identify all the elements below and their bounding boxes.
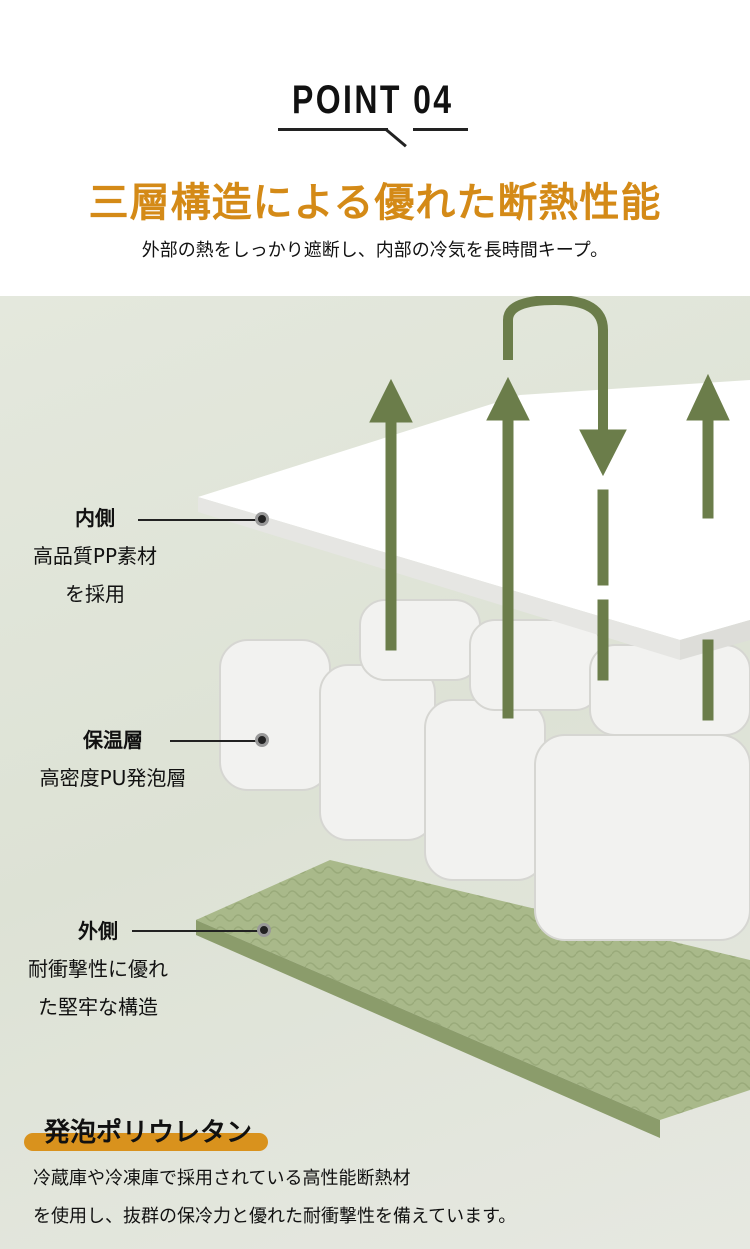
layers-graphic	[196, 296, 750, 1138]
layer-desc: を採用	[65, 582, 125, 606]
description-line: を使用し、抜群の保冷力と優れた耐衝撃性を備えています。	[33, 1206, 517, 1227]
point-label: POINT 04	[292, 78, 454, 122]
layer-tag: 内側	[69, 499, 121, 537]
layer-label-outer: 外側 耐衝撃性に優れ た堅牢な構造	[0, 912, 196, 1026]
layer-desc: 高品質PP素材	[32, 544, 158, 568]
marker-outer	[257, 923, 271, 937]
header-section: POINT 04 三層構造による優れた断熱性能 外部の熱をしっかり遮断し、内部の…	[0, 0, 750, 296]
description-line: 冷蔵庫や冷凍庫で採用されている高性能断熱材	[33, 1168, 411, 1189]
leader-line-middle	[170, 740, 264, 742]
layer-label-inner: 内側 高品質PP素材 を採用	[0, 499, 190, 613]
layer-desc: た堅牢な構造	[38, 995, 158, 1019]
layer-illustration	[0, 296, 750, 1249]
heat-arrows	[369, 296, 730, 721]
layer-desc: 高密度PU発泡層	[39, 766, 187, 790]
page-title: 三層構造による優れた断熱性能	[88, 180, 662, 226]
layer-label-middle: 保温層 高密度PU発泡層	[0, 721, 226, 797]
outer-layer-sheet	[196, 860, 750, 1138]
subtitle: 外部の熱をしっかり遮断し、内部の冷気を長時間キープ。	[141, 240, 609, 261]
layer-tag: 保温層	[77, 721, 149, 759]
layer-tag: 外側	[72, 912, 124, 950]
leader-line-outer	[132, 930, 264, 932]
material-description: 冷蔵庫や冷凍庫で採用されている高性能断熱材 を使用し、抜群の保冷力と優れた耐衝撃…	[33, 1160, 516, 1236]
divider	[278, 128, 388, 131]
layer-desc: 耐衝撃性に優れ	[28, 957, 168, 981]
divider-notch	[385, 128, 407, 148]
leader-line-inner	[138, 519, 264, 521]
marker-middle	[255, 733, 269, 747]
material-heading: 発泡ポリウレタン	[23, 1112, 269, 1151]
marker-inner	[255, 512, 269, 526]
divider	[413, 128, 468, 131]
